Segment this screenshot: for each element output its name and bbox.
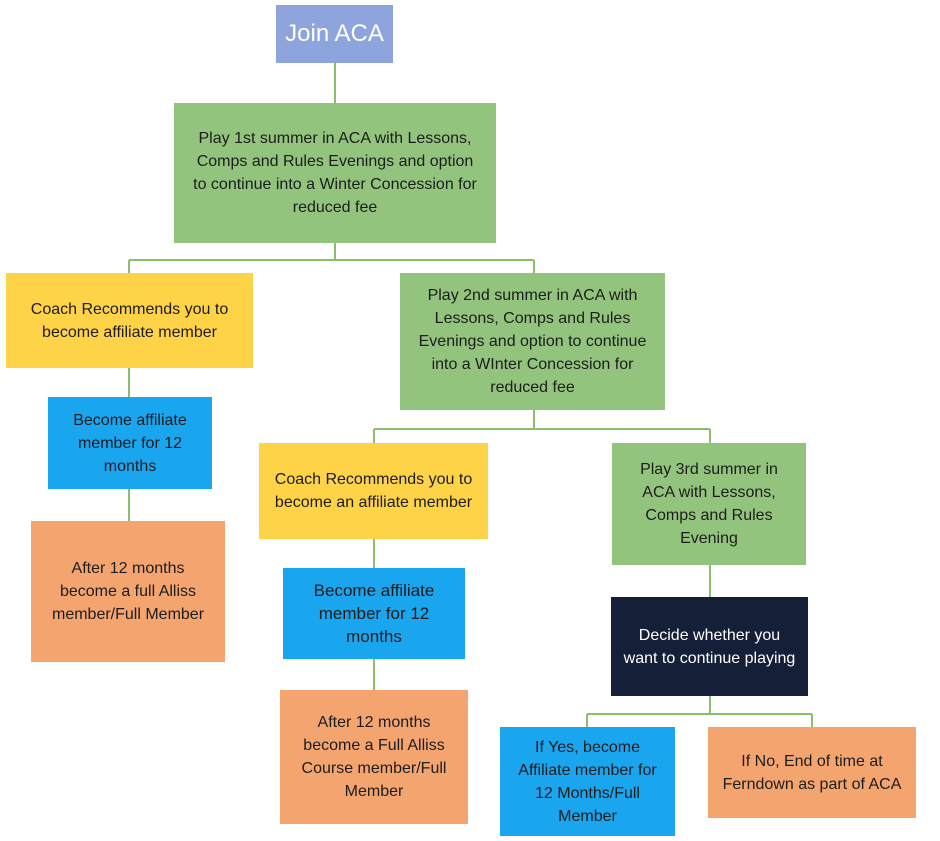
coach-recommends-mid-node: Coach Recommends you to become an affili… — [259, 443, 488, 539]
full-member-mid-node: After 12 months become a Full Alliss Cou… — [280, 690, 468, 824]
if-yes-node: If Yes, become Affiliate member for 12 M… — [500, 727, 675, 836]
if-yes-label: If Yes, become Affiliate member for 12 M… — [518, 738, 657, 825]
first-summer-label: Play 1st summer in ACA with Lessons, Com… — [193, 130, 477, 216]
become-affiliate-left-label: Become affiliate member for 12 months — [73, 411, 187, 475]
decide-continue-node: Decide whether you want to continue play… — [611, 597, 808, 696]
if-no-node: If No, End of time at Ferndown as part o… — [708, 727, 916, 818]
become-affiliate-left-node: Become affiliate member for 12 months — [48, 397, 212, 489]
join-aca-node: Join ACA — [276, 5, 393, 63]
third-summer-label: Play 3rd summer in ACA with Lessons, Com… — [640, 461, 778, 547]
join-aca-label: Join ACA — [285, 20, 384, 47]
coach-recommends-mid-label: Coach Recommends you to become an affili… — [274, 471, 473, 511]
second-summer-node: Play 2nd summer in ACA with Lessons, Com… — [400, 273, 665, 410]
become-affiliate-mid-node: Become affiliate member for 12 months — [283, 568, 465, 659]
full-member-mid-label: After 12 months become a Full Alliss Cou… — [301, 714, 447, 800]
coach-recommends-left-node: Coach Recommends you to become affiliate… — [6, 273, 253, 368]
full-member-left-label: After 12 months become a full Alliss mem… — [51, 560, 205, 623]
full-member-left-node: After 12 months become a full Alliss mem… — [31, 521, 225, 662]
become-affiliate-mid-label: Become affiliate member for 12 months — [313, 581, 435, 646]
second-summer-label: Play 2nd summer in ACA with Lessons, Com… — [418, 287, 647, 396]
coach-recommends-left-label: Coach Recommends you to become affiliate… — [30, 300, 229, 341]
decide-continue-label: Decide whether you want to continue play… — [623, 626, 796, 667]
first-summer-node: Play 1st summer in ACA with Lessons, Com… — [174, 103, 496, 243]
if-no-label: If No, End of time at Ferndown as part o… — [722, 752, 902, 793]
third-summer-node: Play 3rd summer in ACA with Lessons, Com… — [612, 443, 806, 565]
